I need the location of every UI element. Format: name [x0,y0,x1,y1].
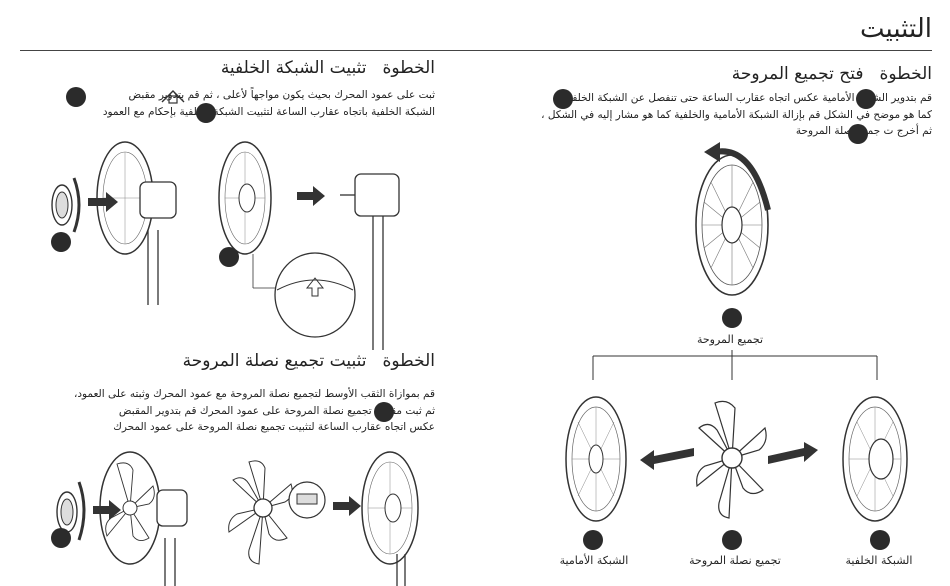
step-open-text: قم بتدوير الشبكة الأمامية عكس اتجاه عقار… [541,90,932,140]
front-grille-illustration [565,396,627,522]
step-open-line-1: قم بتدوير الشبكة الأمامية عكس اتجاه عقار… [560,92,932,104]
caption-fan-assembly: تجميع المروحة [696,333,764,346]
callout-dot [51,528,71,548]
callout-dot [374,402,394,422]
callout-dot [553,89,573,109]
rear-grille-illustration [842,396,908,522]
blade-align-illustration [228,451,419,586]
title-divider [20,50,932,51]
step-rear-heading: الخطوة تثبيت الشبكة الخلفية [221,58,435,78]
step-rear-title: تثبيت الشبكة الخلفية [220,58,367,78]
caption-rear-grille: الشبكة الخلفية [845,554,913,567]
callout-dot [583,530,603,550]
arrow-up-icon [305,277,325,297]
step-blade-title: تثبيت تجميع نصلة المروحة [182,351,367,371]
step-open-line-3: ثم أخرج ت جميع نصلة المروحة [795,125,932,137]
fan-assembly-illustration [695,142,771,296]
callout-dot [870,530,890,550]
right-arrow-icon [297,186,325,206]
callout-dot [856,89,876,109]
step-blade-line-1: قم بموازاة الثقب الأوسط لتجميع نصلة المر… [73,388,435,400]
rotate-arrow-icon [714,148,771,211]
callout-dot [848,124,868,144]
right-arrow-icon [93,500,121,520]
step-blade-step-word: الخطوة [382,351,435,371]
callout-dot [219,247,239,267]
blade-assembly-illustration [696,400,767,519]
callout-dot [196,103,216,123]
step-open-step-word: الخطوة [879,64,932,84]
blade-mounted-illustration [56,451,188,586]
step-rear-line-1: ثبت على عمود المحرك بحيث يكون مواجهاً لأ… [128,89,435,101]
caption-front-grille: الشبكة الأمامية [559,554,629,567]
step-blade-heading: الخطوة تثبيت تجميع نصلة المروحة [183,351,435,371]
page-title: التثبيت [859,14,932,44]
caption-blade-assembly: تجميع نصلة المروحة [689,554,781,567]
right-arrow-icon [88,192,118,212]
step-rear-line-2: الشبكة الخلفية باتجاه عقارب الساعة لتثبي… [102,105,435,118]
arrow-up-icon [161,90,185,104]
rotate-arrow-icon [77,481,86,541]
step-open-heading: الخطوة فتح تجميع المروحة [732,64,932,84]
callout-dot [722,530,742,550]
step-open-title: فتح تجميع المروحة [731,64,864,84]
step-open-line-2: كما هو موضح في الشكل قم بإزالة الشبكة ال… [541,108,932,121]
exploded-bracket [592,350,878,380]
step-blade-line-2: ثم ثبت مقبض تجميع نصلة المروحة على عمود … [118,404,435,417]
right-arrow-icon [768,442,818,464]
rear-grille-mounted-illustration [51,141,177,305]
rear-grille-align-illustration [218,141,400,350]
callout-dot [51,232,71,252]
step-rear-step-word: الخطوة [382,58,435,78]
callout-dot [722,308,742,328]
right-arrow-icon [333,496,361,516]
step-rear-text: ثبت على عمود المحرك بحيث يكون مواجهاً لأ… [103,87,435,120]
callout-dot [66,87,86,107]
step-blade-line-3: عكس اتجاه عقارب الساعة لتثبيت تجميع نصلة… [113,421,435,433]
left-arrow-icon [640,448,694,470]
step-blade-text: قم بموازاة الثقب الأوسط لتجميع نصلة المر… [74,386,435,436]
rotate-arrow-icon [72,177,81,233]
